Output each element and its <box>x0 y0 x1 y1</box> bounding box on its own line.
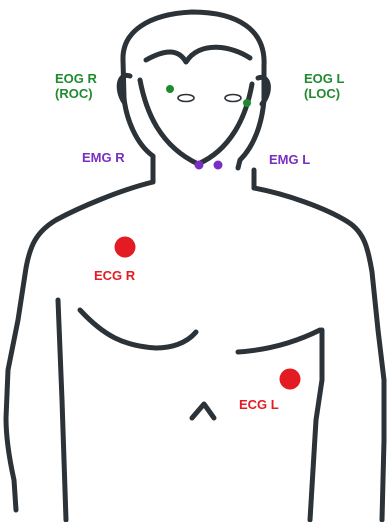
emg-l-electrode <box>214 161 223 170</box>
navel <box>192 404 214 418</box>
eye-right <box>178 95 194 102</box>
eye-left <box>225 95 241 102</box>
emg-l-label: EMG L <box>269 152 310 167</box>
ecg-r-electrode <box>115 237 136 258</box>
eog-r-label-line1: EOG R <box>55 71 97 86</box>
hairline <box>146 47 250 62</box>
ecg-l-label: ECG L <box>239 397 279 412</box>
eog-l-electrode <box>243 99 251 107</box>
emg-r-label: EMG R <box>82 150 125 165</box>
eog-l-label-line1: EOG L <box>304 71 344 86</box>
eog-l-label-line2: (LOC) <box>304 86 344 101</box>
arm-right-inner <box>310 330 322 520</box>
ecg-l-electrode <box>280 369 301 390</box>
eog-r-label-line2: (ROC) <box>55 86 97 101</box>
eog-r-label: EOG R (ROC) <box>55 71 97 101</box>
chest-line-left <box>80 310 196 348</box>
chest-line-right <box>238 330 320 352</box>
ecg-r-label: ECG R <box>94 268 135 283</box>
arm-left-inner <box>58 300 66 520</box>
face-outline <box>140 80 252 164</box>
emg-r-electrode <box>195 161 204 170</box>
torso-outline-right <box>254 188 384 520</box>
eog-l-label: EOG L (LOC) <box>304 71 344 101</box>
eog-r-electrode <box>166 85 174 93</box>
